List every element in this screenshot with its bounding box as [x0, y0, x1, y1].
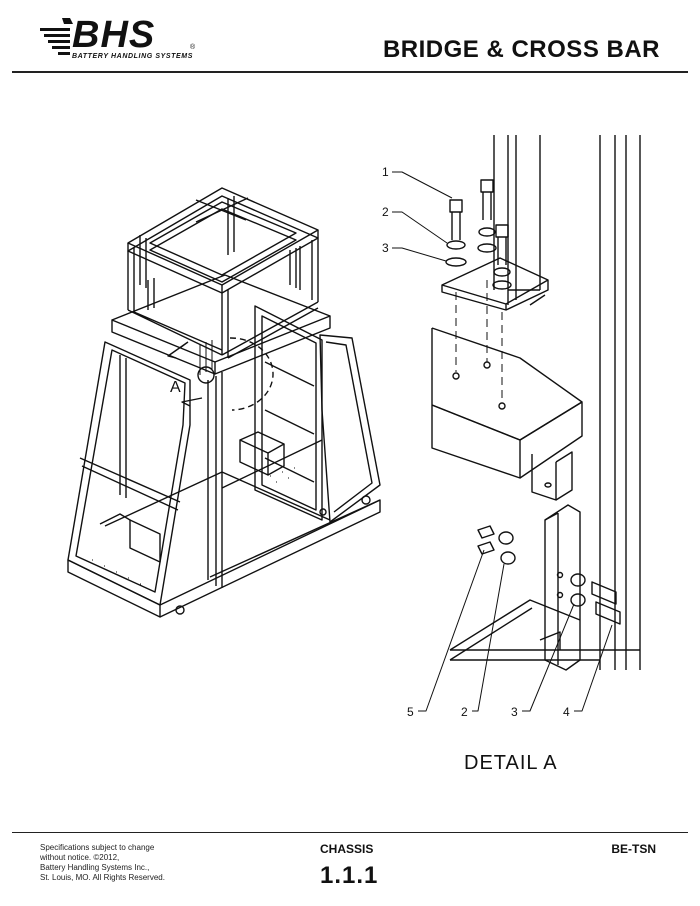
callout-4-bottom: 4 — [563, 705, 570, 719]
model-code: BE-TSN — [611, 842, 656, 856]
bhs-logo — [40, 18, 73, 55]
detail-a-marker: A — [170, 379, 181, 396]
callout-5-bottom: 5 — [407, 705, 414, 719]
section-name: CHASSIS — [320, 842, 374, 856]
callout-2: 2 — [382, 205, 389, 219]
callout-2-bottom: 2 — [461, 705, 468, 719]
spec-line: Battery Handling Systems Inc., — [40, 863, 150, 872]
detail-a-drawing — [392, 135, 641, 712]
section-number: 1.1.1 — [320, 862, 379, 889]
spec-line: without notice. ©2012, — [40, 853, 120, 862]
callout-3: 3 — [382, 241, 389, 255]
page-header: BHS ® BATTERY HANDLING SYSTEMS BRIDGE & … — [0, 0, 700, 75]
detail-a-label: DETAIL A — [464, 752, 558, 774]
header-divider — [12, 71, 688, 73]
callout-1: 1 — [382, 165, 389, 179]
spec-line: Specifications subject to change — [40, 843, 155, 852]
footer-divider — [12, 832, 688, 833]
assembly-drawing: 1 2 3 5 2 3 4 A — [67, 135, 641, 719]
logo-subtitle: BATTERY HANDLING SYSTEMS — [72, 53, 193, 60]
callout-3-bottom: 3 — [511, 705, 518, 719]
logo-registered-mark: ® — [190, 44, 196, 51]
spec-notice: Specifications subject to change without… — [40, 843, 165, 883]
page-title: BRIDGE & CROSS BAR — [382, 36, 660, 63]
logo-text: BHS — [72, 14, 156, 56]
chassis-assembly — [67, 187, 381, 618]
spec-line: St. Louis, MO. All Rights Reserved. — [40, 873, 165, 882]
